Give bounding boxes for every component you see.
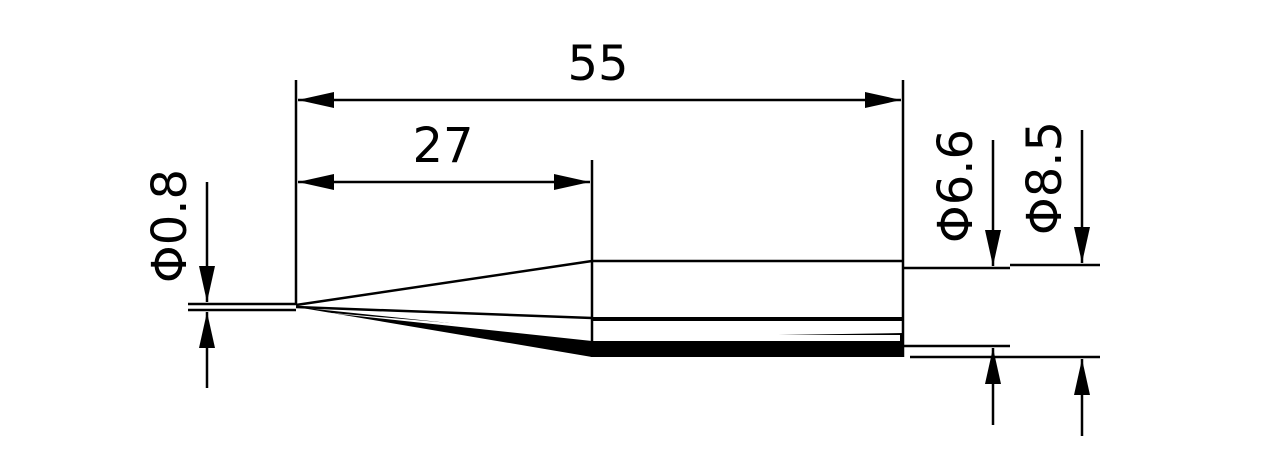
dimension-total-length: 55 (298, 36, 901, 108)
body-lower-gap (320, 312, 900, 341)
arrowhead-bottom-0-8 (199, 312, 215, 348)
dimension-label-55: 55 (567, 36, 628, 92)
arrowhead-left-55 (298, 92, 334, 108)
arrowhead-bottom-6-6 (985, 348, 1001, 384)
dimension-label-27: 27 (412, 118, 473, 174)
arrowhead-top-0-8 (199, 266, 215, 302)
dimension-label-0-8: Φ0.8 (142, 169, 198, 283)
dimension-label-8-5: Φ8.5 (1017, 121, 1073, 235)
arrowhead-left-27 (298, 174, 334, 190)
arrowhead-bottom-8-5 (1074, 359, 1090, 395)
arrowhead-top-8-5 (1074, 227, 1090, 263)
dimension-tip-diameter: Φ0.8 (142, 169, 215, 388)
dimension-taper-length: 27 (298, 118, 590, 190)
arrowhead-right-55 (865, 92, 901, 108)
extension-lines (188, 80, 1100, 359)
dimension-inner-diameter: Φ6.6 (928, 129, 1001, 425)
taper-upper-edge (295, 259, 593, 307)
dimension-label-6-6: Φ6.6 (928, 129, 984, 243)
arrowhead-right-27 (554, 174, 590, 190)
taper-inner-edge (295, 305, 593, 320)
arrowhead-top-6-6 (985, 230, 1001, 266)
dimension-outer-diameter: Φ8.5 (1017, 121, 1090, 436)
part-outline (295, 80, 905, 357)
body-lower-shaded (296, 307, 903, 357)
